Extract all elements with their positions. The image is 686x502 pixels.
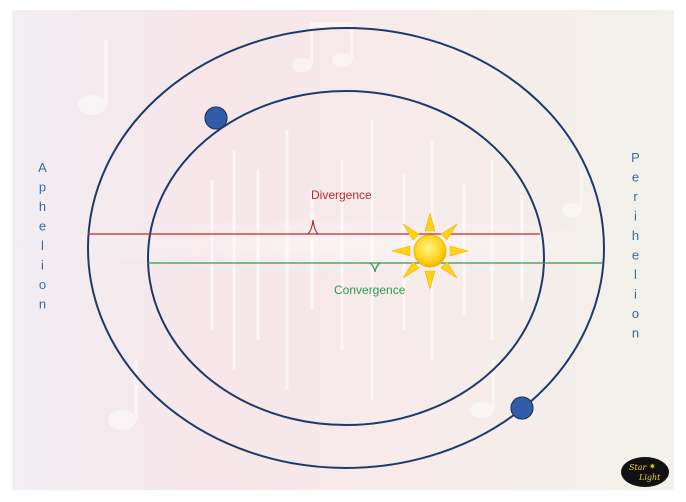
- convergence-line: [148, 262, 602, 273]
- convergence-label: Convergence: [334, 283, 406, 297]
- divergence-line: [88, 219, 540, 235]
- svg-text:✷: ✷: [649, 462, 656, 471]
- inner-orbit: [147, 90, 545, 426]
- planet-icon: [204, 106, 228, 130]
- divergence-label: Divergence: [311, 188, 372, 202]
- background-decoration: [12, 22, 674, 430]
- svg-text:Light: Light: [638, 473, 661, 482]
- star-light-logo: Star ✷ Light: [621, 457, 669, 487]
- svg-text:Star: Star: [629, 463, 647, 472]
- sun-icon: [390, 211, 470, 291]
- outer-orbit: [87, 27, 605, 469]
- planet-icon: [510, 396, 534, 420]
